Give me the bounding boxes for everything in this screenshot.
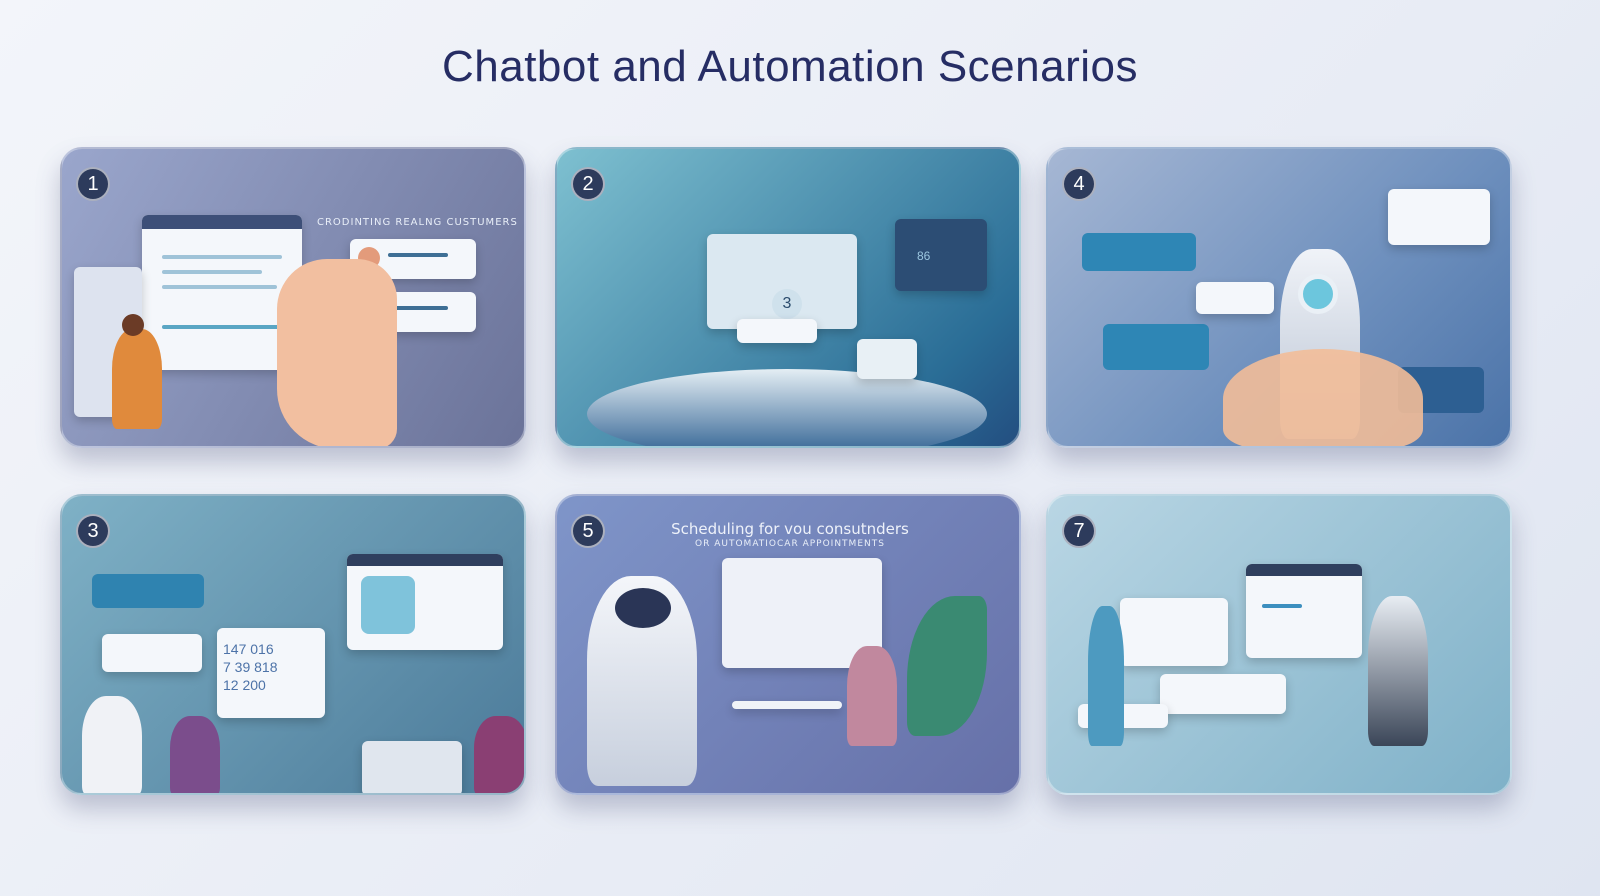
card-caption: Scheduling for vou consutnders xyxy=(671,520,909,538)
card-caption: CRODINTING REALNG CUSTUMERS xyxy=(317,217,518,228)
number-badge: 7 xyxy=(1062,514,1096,548)
chat-bubble xyxy=(92,574,204,608)
screen-value: 86 xyxy=(917,249,931,263)
chat-window xyxy=(142,215,302,370)
chat-bubble xyxy=(1082,233,1196,271)
number-badge: 2 xyxy=(571,167,605,201)
message-card xyxy=(1196,282,1274,314)
scenario-card-7[interactable]: 7 xyxy=(1046,494,1512,795)
dashboard-screen: 86 xyxy=(895,219,987,291)
scenario-card-3[interactable]: 3 147 016 7 39 818 12 200 xyxy=(60,494,526,795)
person-head xyxy=(122,314,144,336)
robot-face xyxy=(615,588,671,628)
laptop xyxy=(857,339,917,379)
holding-hands xyxy=(1223,349,1423,446)
number-badge: 4 xyxy=(1062,167,1096,201)
scenario-card-5[interactable]: 5 Scheduling for vou consutnders OR AUTO… xyxy=(555,494,1021,795)
chat-bubble xyxy=(102,634,202,672)
numbers-panel: 147 016 7 39 818 12 200 xyxy=(217,628,325,718)
card-subcaption: OR AUTOMATIOCAR APPOINTMENTS xyxy=(695,539,885,549)
message-card xyxy=(1160,674,1286,714)
robot-eye xyxy=(1298,274,1338,314)
robot-window xyxy=(347,554,503,650)
scenario-card-4[interactable]: 4 xyxy=(1046,147,1512,448)
number-badge: 5 xyxy=(571,514,605,548)
scenario-card-2[interactable]: 2 3 86 xyxy=(555,147,1021,448)
person-figure xyxy=(847,646,897,746)
step-number: 3 xyxy=(772,289,802,319)
pointing-hand xyxy=(277,259,397,446)
scenario-card-1[interactable]: 1 CRODINTING REALNG CUSTUMERS xyxy=(60,147,526,448)
info-card xyxy=(737,319,817,343)
chat-bubble xyxy=(1103,324,1209,370)
desk xyxy=(362,741,462,793)
platform xyxy=(587,369,987,446)
robot xyxy=(1368,596,1428,746)
message-card xyxy=(1388,189,1490,245)
person-figure xyxy=(474,716,524,793)
person-figure xyxy=(82,696,142,793)
page-title: Chatbot and Automation Scenarios xyxy=(441,42,1138,91)
plant xyxy=(907,596,987,736)
chat-window xyxy=(1120,598,1228,666)
person-figure xyxy=(112,329,162,429)
digits: 147 016 7 39 818 12 200 xyxy=(223,641,278,693)
number-badge: 3 xyxy=(76,514,110,548)
table xyxy=(732,701,842,709)
app-window xyxy=(1246,564,1362,658)
calendar xyxy=(722,558,882,668)
person-figure xyxy=(170,716,220,793)
number-badge: 1 xyxy=(76,167,110,201)
person-figure xyxy=(1088,606,1124,746)
